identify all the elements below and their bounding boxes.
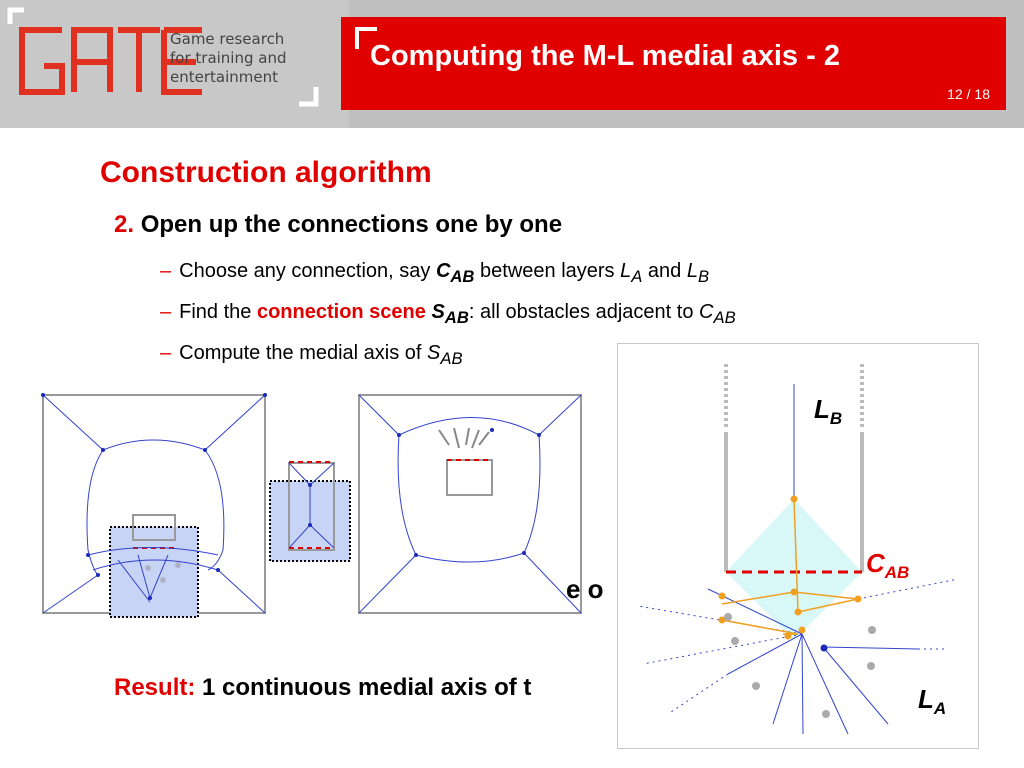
title-corner-bracket [355,27,377,49]
connection-scene-diagram [269,461,351,562]
step-number: 2. [114,211,135,238]
bullet-dash: – [160,260,172,282]
bullet-dash: – [160,301,172,323]
label-layer-b: LB [814,394,843,429]
step-line: 2. Open up the connections one by one [114,211,562,239]
step-text: Open up the connections one by one [140,211,563,238]
page-number: 12 / 18 [947,86,990,102]
result-text: 1 continuous medial axis of t [195,674,532,701]
connection-zoom-inset: LB CAB LA [617,343,979,749]
layer-diagram-right [358,394,582,614]
layer-diagram-left [41,393,267,618]
bullet-dash: – [160,342,172,364]
slide-title: Computing the M-L medial axis - 2 [370,40,840,72]
bullet-2: –Find the connection scene SAB: all obst… [160,301,736,327]
result-line: Result: 1 continuous medial axis of t [114,674,531,702]
title-bar [341,17,1006,110]
logo-area: Game research for training and entertain… [0,0,349,128]
label-layer-a: LA [918,684,947,719]
logo-tagline-3: entertainment [170,68,278,86]
bullet-1: –Choose any connection, say CAB between … [160,260,710,286]
section-heading: Construction algorithm [100,156,432,189]
bullet-3: –Compute the medial axis of SAB [160,342,463,368]
occluded-text-fragment: e o [566,574,604,604]
result-label: Result: [114,674,196,701]
connection-scene-highlight: connection scene [256,301,432,323]
label-connection-ab: CAB [866,548,910,583]
logo-tagline-2: for training and [170,49,287,67]
logo-tagline-1: Game research [170,30,285,48]
medial-axis-zoom [637,364,959,735]
gate-logo [7,7,319,107]
